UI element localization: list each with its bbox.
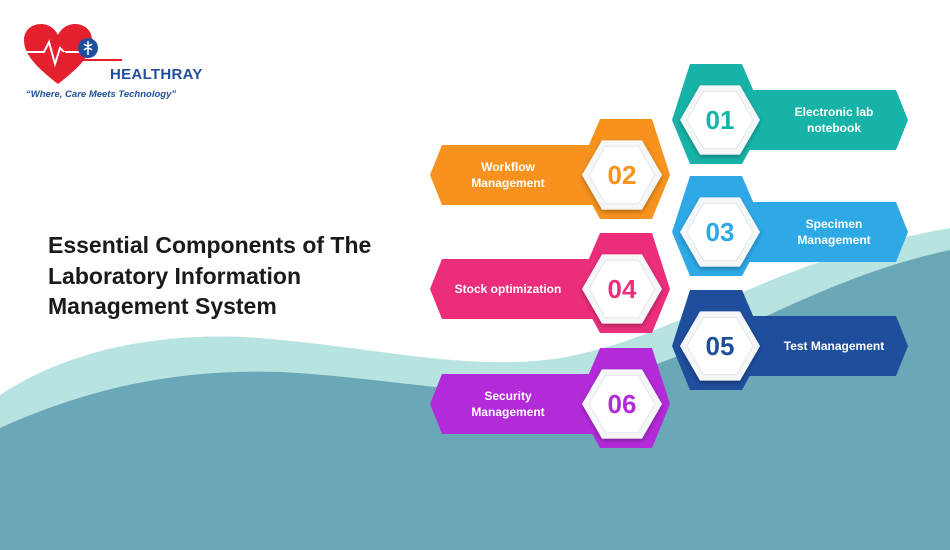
component-hexagon-inner <box>686 202 754 262</box>
component-label: notebook <box>807 121 861 135</box>
component-label: Management <box>471 176 544 190</box>
component-hexagon-inner <box>686 316 754 376</box>
component-banner <box>430 374 622 434</box>
title-line-2: Laboratory Information <box>48 262 302 289</box>
component-hexagon-inner <box>588 259 656 319</box>
component-hexagon-inner <box>588 374 656 434</box>
component-label: Electronic lab <box>795 105 874 119</box>
component-banner <box>720 90 908 150</box>
component-number: 01 <box>706 105 735 135</box>
component-label: Management <box>471 405 544 419</box>
component-label: Stock optimization <box>455 282 562 296</box>
healthray-logo: HEALTHRAY “Where, Care Meets Technology” <box>22 22 202 106</box>
component-banner <box>720 316 908 376</box>
component-label: Specimen <box>806 217 863 231</box>
component-label: Test Management <box>784 339 884 353</box>
component-number: 06 <box>608 389 637 419</box>
component-number: 05 <box>706 331 735 361</box>
component-label: Security <box>484 389 532 403</box>
component-number: 03 <box>706 217 735 247</box>
brand-name: HEALTHRAY <box>110 66 203 83</box>
component-01: 01 Electronic lab notebook <box>672 64 908 164</box>
component-banner <box>720 202 908 262</box>
brand-tagline: “Where, Care Meets Technology” <box>26 89 177 100</box>
component-hexagon-inner <box>588 145 656 205</box>
component-banner <box>430 259 622 319</box>
component-label: Management <box>797 233 870 247</box>
component-04: 04 Stock optimization <box>430 233 670 333</box>
title-line-1: Essential Components of The <box>48 232 372 258</box>
page-title: Essential Components of The Laboratory I… <box>48 230 428 322</box>
component-05: 05 Test Management <box>672 290 908 390</box>
component-label: Workflow <box>481 160 535 174</box>
component-banner <box>430 145 622 205</box>
component-hexagon-inner <box>686 90 754 150</box>
component-number: 04 <box>608 274 637 304</box>
heart-logo-icon <box>24 24 122 84</box>
title-line-3: Management System <box>48 293 277 320</box>
component-number: 02 <box>608 160 637 190</box>
